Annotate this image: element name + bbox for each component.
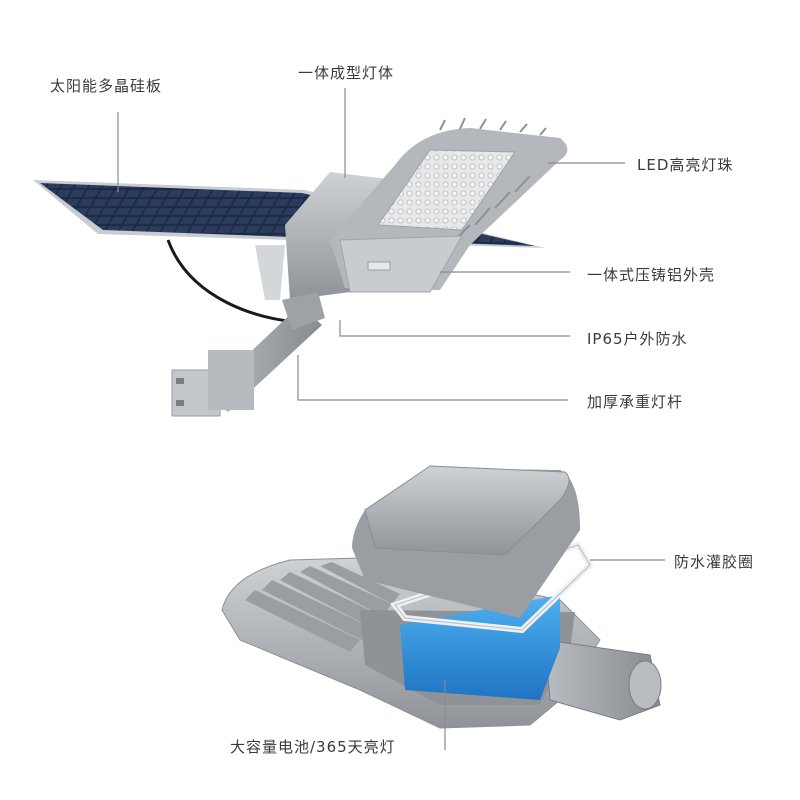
base-fins xyxy=(245,562,400,652)
label-led-beads: LED高亮灯珠 xyxy=(637,156,734,174)
battery-lid-top xyxy=(364,465,570,556)
solar-street-light xyxy=(33,117,568,417)
wall-bracket xyxy=(171,350,254,417)
label-pole: 加厚承重灯杆 xyxy=(587,393,684,411)
label-gasket: 防水灌胶圈 xyxy=(674,553,755,571)
pole-sleeve xyxy=(282,292,325,330)
lamp-housing-front xyxy=(339,235,463,293)
led-array xyxy=(377,149,516,231)
label-solar-panel: 太阳能多晶硅板 xyxy=(50,77,163,95)
leader-lines xyxy=(117,88,665,750)
label-housing: 一体式压铸铝外壳 xyxy=(587,266,716,284)
mounting-sleeve xyxy=(544,639,661,721)
housing-logo-plate xyxy=(367,261,391,271)
panel-arm xyxy=(255,245,285,300)
sleeve-end xyxy=(628,660,662,710)
exploded-lamp xyxy=(221,465,662,729)
leader-pole xyxy=(297,355,568,401)
label-lamp-body: 一体成型灯体 xyxy=(298,64,395,82)
leader-waterproof xyxy=(339,320,570,337)
label-waterproof: IP65户外防水 xyxy=(587,330,688,348)
label-battery: 大容量电池/365天亮灯 xyxy=(230,738,396,756)
